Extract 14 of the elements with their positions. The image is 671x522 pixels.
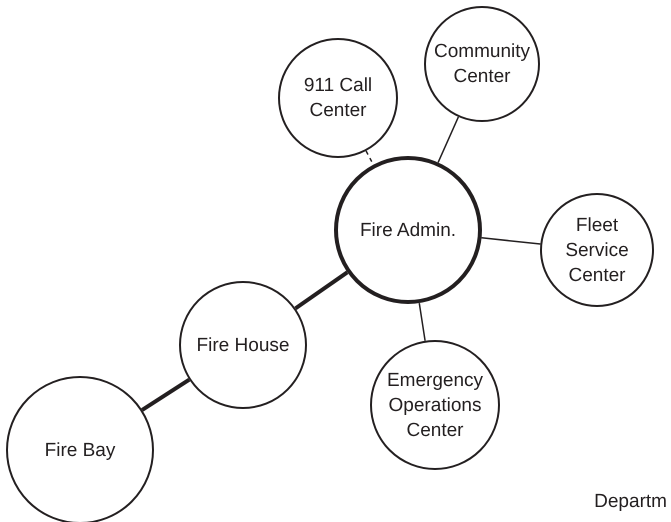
connector-line: [141, 378, 190, 412]
connector-line: [437, 116, 460, 163]
node-label: Fire Bay: [44, 438, 116, 462]
node-label: 911 Call Center: [302, 74, 374, 123]
node-label: Emergency Operations Center: [386, 368, 484, 442]
node-label: Fleet Service Center: [564, 214, 630, 288]
connector-line: [418, 303, 426, 341]
node-label: Fire House: [196, 334, 290, 358]
node-label: Community Center: [432, 40, 532, 89]
node-label: Fire Admin.: [358, 218, 458, 242]
note-text: Departm: [594, 490, 667, 514]
connector-line: [482, 237, 540, 245]
connector-line: [365, 150, 374, 165]
connector-line: [294, 270, 348, 310]
